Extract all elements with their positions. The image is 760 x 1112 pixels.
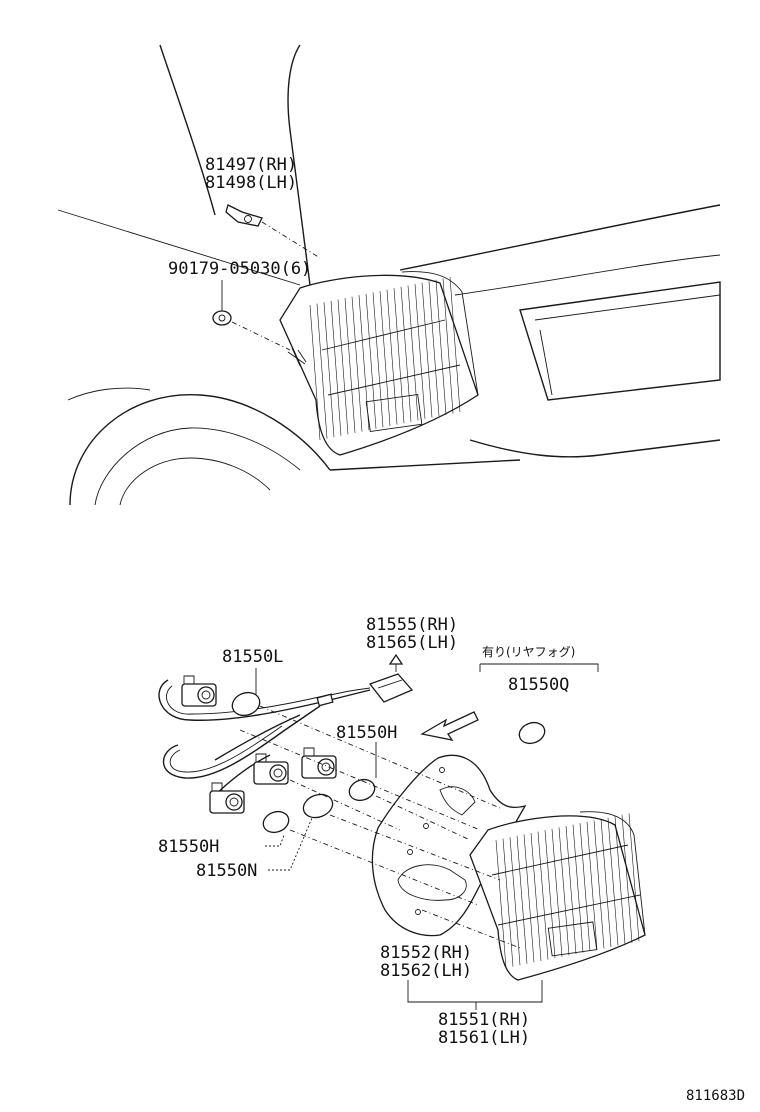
lens-hatching bbox=[495, 813, 640, 969]
label-nut: 90179-05030(6) bbox=[168, 259, 311, 279]
label-wire-rh: 81555(RH) bbox=[366, 615, 458, 635]
hatch-line bbox=[386, 289, 398, 425]
hatch-line bbox=[449, 276, 461, 413]
hatch-line bbox=[495, 839, 507, 969]
hatch-line bbox=[607, 817, 619, 946]
wiring-harness bbox=[158, 653, 414, 801]
hatch-line bbox=[593, 820, 605, 949]
hatch-line bbox=[407, 285, 419, 421]
hatch-line bbox=[572, 824, 584, 953]
label-socket-81550l: 81550L bbox=[222, 647, 283, 667]
label-bulb-81550h-upper: 81550H bbox=[336, 723, 397, 743]
hatch-line bbox=[565, 825, 577, 955]
label-assy-lh: 81561(LH) bbox=[438, 1028, 530, 1048]
hatch-line bbox=[414, 283, 426, 420]
bulbs bbox=[231, 691, 546, 834]
hatch-line bbox=[337, 299, 349, 435]
alignment-lines bbox=[239, 705, 521, 949]
hatch-line bbox=[365, 293, 377, 429]
label-clip-rh: 81497(RH) bbox=[205, 155, 297, 175]
hatch-line bbox=[579, 823, 591, 952]
nut-part bbox=[212, 280, 307, 367]
label-fog-note: 有り(リヤフォグ) bbox=[482, 645, 575, 659]
tail-lamp-installed bbox=[279, 271, 479, 456]
hatch-line bbox=[586, 821, 598, 950]
hatch-line bbox=[421, 282, 433, 418]
label-wire-lh: 81565(LH) bbox=[366, 633, 458, 653]
label-lens-rh: 81552(RH) bbox=[380, 943, 472, 963]
clip-part bbox=[225, 204, 321, 259]
label-assy-rh: 81551(RH) bbox=[438, 1010, 530, 1030]
hatch-line bbox=[309, 304, 321, 441]
hatch-line bbox=[537, 831, 549, 960]
hatch-line bbox=[509, 837, 521, 966]
label-figure-code: 811683D bbox=[686, 1088, 745, 1104]
hatch-line bbox=[558, 827, 570, 956]
hatch-line bbox=[523, 834, 535, 963]
hatch-line bbox=[316, 303, 328, 439]
hatch-line bbox=[323, 302, 335, 438]
leader-lines bbox=[255, 663, 599, 1010]
vehicle-body-outline bbox=[57, 44, 721, 506]
hatch-line bbox=[628, 813, 640, 942]
hatch-line bbox=[516, 835, 528, 964]
hatch-line bbox=[442, 278, 454, 414]
hatch-line bbox=[344, 297, 356, 434]
hatch-line bbox=[614, 816, 626, 945]
hatch-line bbox=[551, 828, 563, 957]
gasket-plate bbox=[371, 754, 527, 937]
hatch-line bbox=[400, 286, 412, 422]
hatch-line bbox=[351, 296, 363, 432]
bulb-sockets bbox=[181, 675, 337, 814]
hatch-line bbox=[393, 288, 405, 424]
hatch-line bbox=[379, 290, 391, 427]
label-lens-lh: 81562(LH) bbox=[380, 961, 472, 981]
label-bulb-81550h-lower: 81550H bbox=[158, 837, 219, 857]
hatch-line bbox=[544, 830, 556, 959]
hatch-line bbox=[621, 814, 633, 943]
hatch-line bbox=[428, 281, 440, 417]
hatch-line bbox=[435, 279, 447, 415]
label-bulb-81550n: 81550N bbox=[196, 861, 257, 881]
hatch-line bbox=[502, 838, 514, 967]
hatch-line bbox=[330, 300, 342, 436]
direction-arrow bbox=[420, 711, 479, 741]
label-bulb-81550q: 81550Q bbox=[508, 675, 569, 695]
hatch-line bbox=[530, 832, 542, 962]
hatch-line bbox=[600, 818, 612, 948]
label-clip-lh: 81498(LH) bbox=[205, 173, 297, 193]
hatch-line bbox=[372, 292, 384, 428]
